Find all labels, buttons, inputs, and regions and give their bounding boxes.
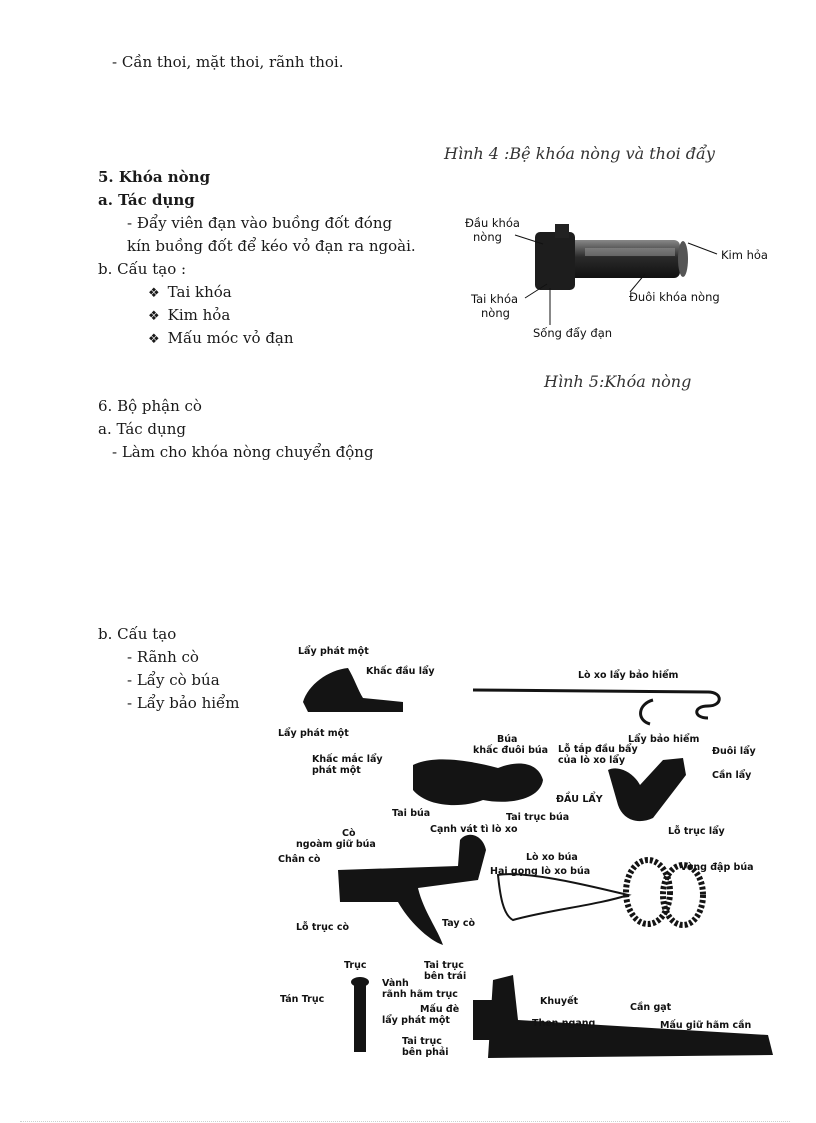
label-chan-co: Chân cò [278,854,321,865]
bullet-item: ❖Mấu móc vỏ đạn [148,329,294,347]
label-lay-phat-mot-bottom: Lẩy phát một [278,728,349,739]
diamond-bullet-icon: ❖ [148,309,160,324]
trigger-group-drawing [303,668,773,1058]
figure-4-caption: Hình 4 :Bệ khóa nòng và thoi đẩy [444,144,715,163]
diamond-bullet-icon: ❖ [148,332,160,347]
label-can-gat: Cần gạt [630,1002,672,1013]
label-vong-dap-bua: Vòng đập búa [680,862,754,873]
label-duoi-lay: Đuôi lẩy [712,746,756,757]
section-6a-line-1: - Làm cho khóa nòng chuyển động [112,443,374,461]
label-tan-truc: Tán Trục [280,994,325,1005]
list-item: - Lẩy bảo hiểm [127,694,240,712]
label-khuyet: Khuyết [540,996,579,1007]
section-6a-title: a. Tác dụng [98,420,186,438]
label-truc: Trục [344,960,367,971]
list-item: - Rãnh cò [127,648,199,666]
section-5a-line-1: - Đẩy viên đạn vào buồng đốt đóng [127,214,393,232]
label-lo-xo-lay-bao-hiem: Lò xo lẩy bảo hiểm [578,670,679,681]
label-tai-bua: Tai búa [392,808,431,819]
figure-5-caption: Hình 5:Khóa nòng [544,372,692,391]
label-can-lay: Cần lẩy [712,770,752,781]
page-bottom-divider [20,1121,790,1122]
figure-6-trigger-group: Lẩy phát một Khấc đầu lẩy Lò xo lẩy bảo … [268,640,788,1080]
list-item: - Lẩy cò búa [127,671,220,689]
label-canh-vat: Cạnh vát tì lò xo [430,824,518,835]
section-6-title: 6. Bộ phận cò [98,397,202,415]
label-khac-dau-lay: Khấc đầu lẩy [366,666,435,677]
bullet-item: ❖Tai khóa [148,283,232,301]
label-dau-lay: ĐẦU LẨY [556,794,603,805]
label-then-ngang: Then ngang [532,1018,596,1029]
label-hai-gong: Hai gọng lò xo búa [490,866,591,877]
label-song-day-dan: Sống đẩy đạn [533,326,613,340]
section-5b-title: b. Cấu tạo : [98,260,187,278]
diamond-bullet-icon: ❖ [148,286,160,301]
section-5a-title: a. Tác dụng [98,191,195,209]
label-lo-truc-lay: Lỗ trục lẩy [668,826,725,837]
section-5a-line-2: kín buồng đốt để kéo vỏ đạn ra ngoài. [127,237,416,255]
label-lo-xo-bua: Lò xo búa [526,852,578,863]
bullet-item: ❖Kim hỏa [148,306,231,324]
section-6b-title: b. Cấu tạo [98,625,177,643]
bolt-drawing [514,224,718,325]
label-lay-phat-mot-top: Lẩy phát một [298,646,369,657]
top-line: - Cần thoi, mặt thoi, rãnh thoi. [112,53,344,71]
label-lo-truc-co: Lỗ trục cò [296,922,349,933]
label-duoi-khoa-nong: Đuôi khóa nòng [629,290,720,304]
label-tay-co: Tay cò [442,918,476,929]
label-kim-hoa: Kim hỏa [721,248,768,262]
label-tai-truc-bua: Tai trục búa [506,812,570,823]
label-lay-bao-hiem: Lẩy bảo hiểm [628,734,700,745]
section-5-title: 5. Khóa nòng [98,168,211,186]
label-mau-giu-ham-can: Mấu giữ hãm cần [660,1020,752,1031]
